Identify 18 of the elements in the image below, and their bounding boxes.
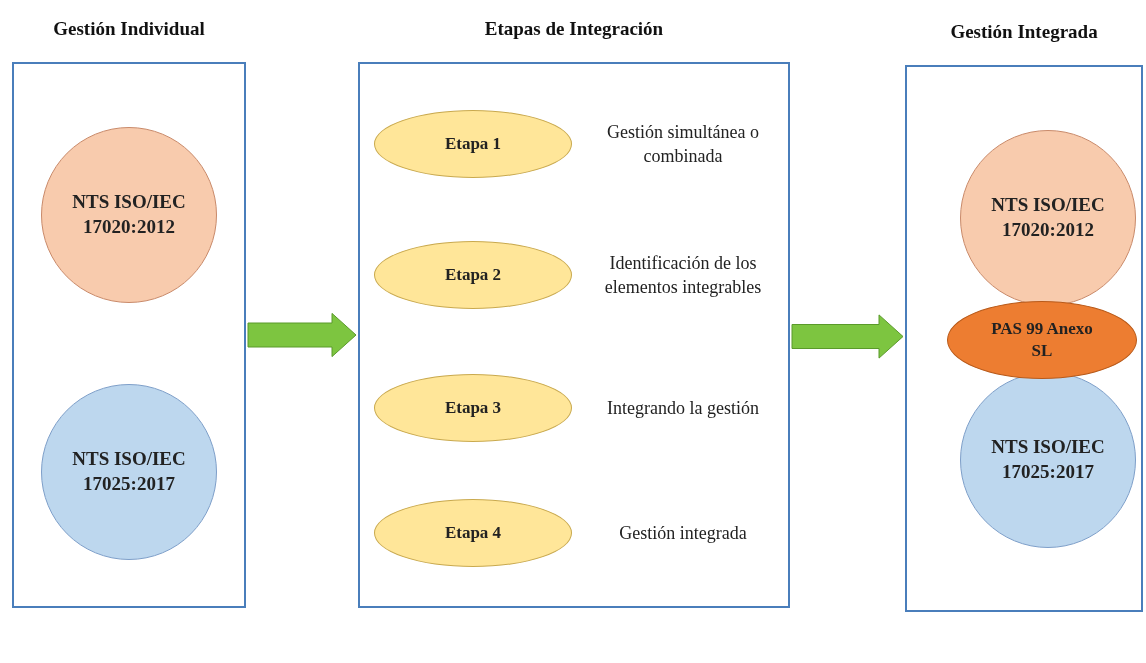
standard-label: NTS ISO/IEC 17020:2012: [990, 193, 1106, 242]
stage-description: Identificación de los elementos integrables: [603, 251, 763, 299]
stage-description: Integrando la gestión: [607, 396, 759, 420]
stage-description: Gestión simultánea o combinada: [606, 120, 760, 168]
standard-label: PAS 99 Anexo SL: [990, 317, 1094, 362]
stage-label: Etapa 4: [443, 523, 503, 543]
block-arrow: [791, 314, 904, 359]
panel-heading: Gestión Integrada: [949, 21, 1099, 43]
standard-label: NTS ISO/IEC 17020:2012: [71, 190, 187, 239]
stage-description: Gestión integrada: [619, 521, 747, 545]
stage-label: Etapa 2: [443, 265, 503, 285]
block-arrow: [247, 312, 357, 358]
stage-label: Etapa 1: [443, 134, 503, 154]
standard-label: NTS ISO/IEC 17025:2017: [71, 447, 187, 496]
standard-label: NTS ISO/IEC 17025:2017: [990, 435, 1106, 484]
panel-heading: Gestión Individual: [52, 18, 206, 40]
panel-heading: Etapas de Integración: [483, 18, 665, 40]
stage-label: Etapa 3: [443, 398, 503, 418]
